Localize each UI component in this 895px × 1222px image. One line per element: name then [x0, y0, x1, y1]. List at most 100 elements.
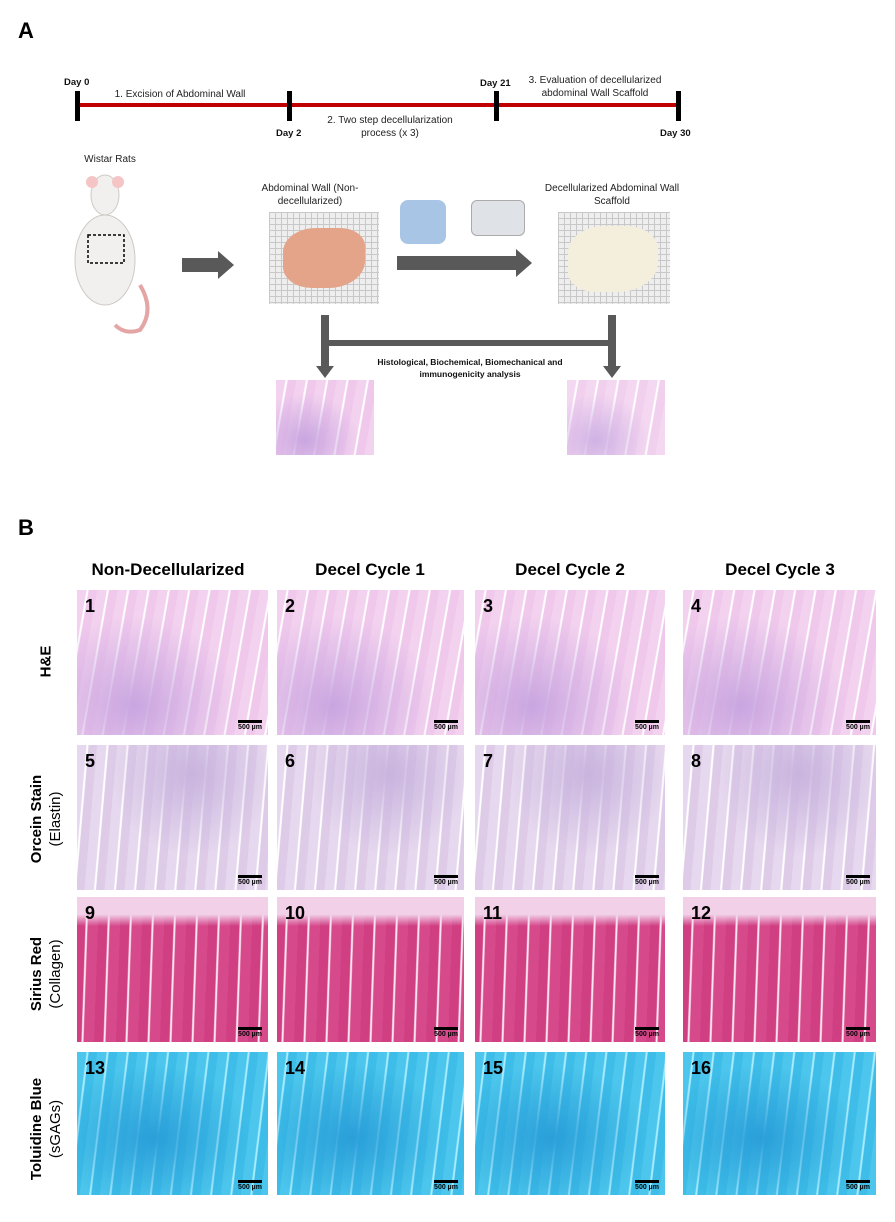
- row-name: H&E: [37, 645, 55, 678]
- scale-bar: 500 µm: [434, 1180, 458, 1191]
- arrow: [182, 258, 220, 272]
- panel-number: 7: [483, 751, 494, 771]
- decel-label: Decellularized Abdominal Wall Scaffold: [544, 183, 680, 207]
- histology-panel: 9 500 µm: [77, 897, 268, 1042]
- rat-illustration: [74, 174, 150, 334]
- native-tissue-photo: [269, 212, 379, 304]
- scale-bar-label: 500 µm: [635, 879, 659, 886]
- arrow-head: [516, 249, 532, 277]
- scale-bar: 500 µm: [434, 720, 458, 731]
- scale-bar-label: 500 µm: [846, 1184, 870, 1191]
- panel-number: 9: [85, 903, 96, 923]
- scale-bar-label: 500 µm: [238, 879, 262, 886]
- rat-label: Wistar Rats: [84, 154, 136, 165]
- scale-bar: 500 µm: [238, 875, 262, 886]
- scale-bar-label: 500 µm: [434, 1184, 458, 1191]
- heat-block-icon: [471, 200, 525, 236]
- panel-number: 1: [85, 596, 96, 616]
- row-header: Sirius Red(Collagen): [27, 904, 65, 1044]
- panel-number: 13: [85, 1058, 106, 1078]
- histology-panel: 10 500 µm: [277, 897, 464, 1042]
- timeline-tick: [676, 91, 681, 121]
- panel-number: 8: [691, 751, 702, 771]
- scale-bar: 500 µm: [846, 875, 870, 886]
- column-header: Decel Cycle 1: [315, 560, 425, 579]
- scale-bar-label: 500 µm: [434, 724, 458, 731]
- row-name: Toluidine Blue: [28, 1077, 45, 1181]
- row-header: H&E: [37, 592, 56, 732]
- day-label: Day 21: [480, 78, 511, 89]
- scale-bar-label: 500 µm: [635, 724, 659, 731]
- row-name: Sirius Red: [28, 936, 45, 1012]
- scale-bar-label: 500 µm: [635, 1031, 659, 1038]
- scale-bar: 500 µm: [238, 1027, 262, 1038]
- scale-bar: 500 µm: [434, 1027, 458, 1038]
- histology-panel: 1 500 µm: [77, 590, 268, 735]
- panel-number: 14: [285, 1058, 306, 1078]
- row-header: Toluidine Blue(sGAGs): [27, 1059, 65, 1199]
- panel-number: 6: [285, 751, 296, 771]
- step-label: 1. Excision of Abdominal Wall: [114, 89, 246, 100]
- scale-bar-label: 500 µm: [635, 1184, 659, 1191]
- panel-a-label: A: [18, 18, 34, 43]
- rotator-icon: [400, 200, 446, 244]
- column-header: Decel Cycle 3: [725, 560, 835, 579]
- panel-number: 11: [483, 903, 503, 923]
- row-header: Orcein Stain(Elastin): [27, 749, 65, 889]
- scale-bar: 500 µm: [846, 1180, 870, 1191]
- panel-number: 5: [85, 751, 96, 771]
- scale-bar-label: 500 µm: [846, 1031, 870, 1038]
- arrow: [608, 315, 616, 367]
- timeline-tick: [287, 91, 292, 121]
- histology-panel: 5 500 µm: [77, 745, 268, 890]
- column-header: Decel Cycle 2: [515, 560, 625, 579]
- arrow-head: [218, 251, 234, 279]
- panel-number: 16: [691, 1058, 712, 1078]
- histology-panel: 8 500 µm: [683, 745, 876, 890]
- arrow: [397, 256, 519, 270]
- scale-bar-label: 500 µm: [846, 724, 870, 731]
- step-label: 3. Evaluation of decellularized abdomina…: [528, 75, 662, 99]
- panel-number: 15: [483, 1058, 504, 1078]
- row-sub: (Collagen): [47, 939, 64, 1009]
- scale-bar-label: 500 µm: [434, 1031, 458, 1038]
- scale-bar: 500 µm: [238, 1180, 262, 1191]
- scale-bar: 500 µm: [635, 1180, 659, 1191]
- row-sub: (sGAGs): [47, 1099, 64, 1159]
- histology-panel: 6 500 µm: [277, 745, 464, 890]
- arrow-head: [316, 366, 334, 378]
- histology-panel: 2 500 µm: [277, 590, 464, 735]
- panel-number: 2: [285, 596, 296, 616]
- histology-panel: 7 500 µm: [475, 745, 665, 890]
- scale-bar-label: 500 µm: [238, 1031, 262, 1038]
- native-histology-thumb: [276, 380, 374, 455]
- column-header: Non-Decellularized: [91, 560, 245, 579]
- timeline-tick: [75, 91, 80, 121]
- day-label: Day 30: [660, 128, 691, 139]
- arrow-head: [603, 366, 621, 378]
- decel-histology-thumb: [567, 380, 665, 455]
- timeline-tick: [494, 91, 499, 121]
- scale-bar-label: 500 µm: [846, 879, 870, 886]
- scale-bar: 500 µm: [846, 1027, 870, 1038]
- day-label: Day 2: [276, 128, 302, 139]
- scale-bar: 500 µm: [635, 720, 659, 731]
- day-label: Day 0: [64, 77, 90, 88]
- histology-panel: 16 500 µm: [683, 1052, 876, 1195]
- scale-bar-label: 500 µm: [238, 724, 262, 731]
- scale-bar: 500 µm: [434, 875, 458, 886]
- decel-scaffold-photo: [558, 212, 670, 304]
- scale-bar-label: 500 µm: [238, 1184, 262, 1191]
- native-label: Abdominal Wall (Non-decellularized): [261, 183, 359, 207]
- histology-panel: 13 500 µm: [77, 1052, 268, 1195]
- tissue: [283, 228, 365, 288]
- row-sub: (Elastin): [47, 791, 64, 847]
- histology-panel: 15 500 µm: [475, 1052, 665, 1195]
- row-name: Orcein Stain: [28, 774, 45, 864]
- panel-number: 10: [285, 903, 306, 923]
- scale-bar-label: 500 µm: [434, 879, 458, 886]
- step-label: 2. Two step decellularization process (x…: [327, 115, 453, 139]
- panel-b-label: B: [18, 515, 34, 540]
